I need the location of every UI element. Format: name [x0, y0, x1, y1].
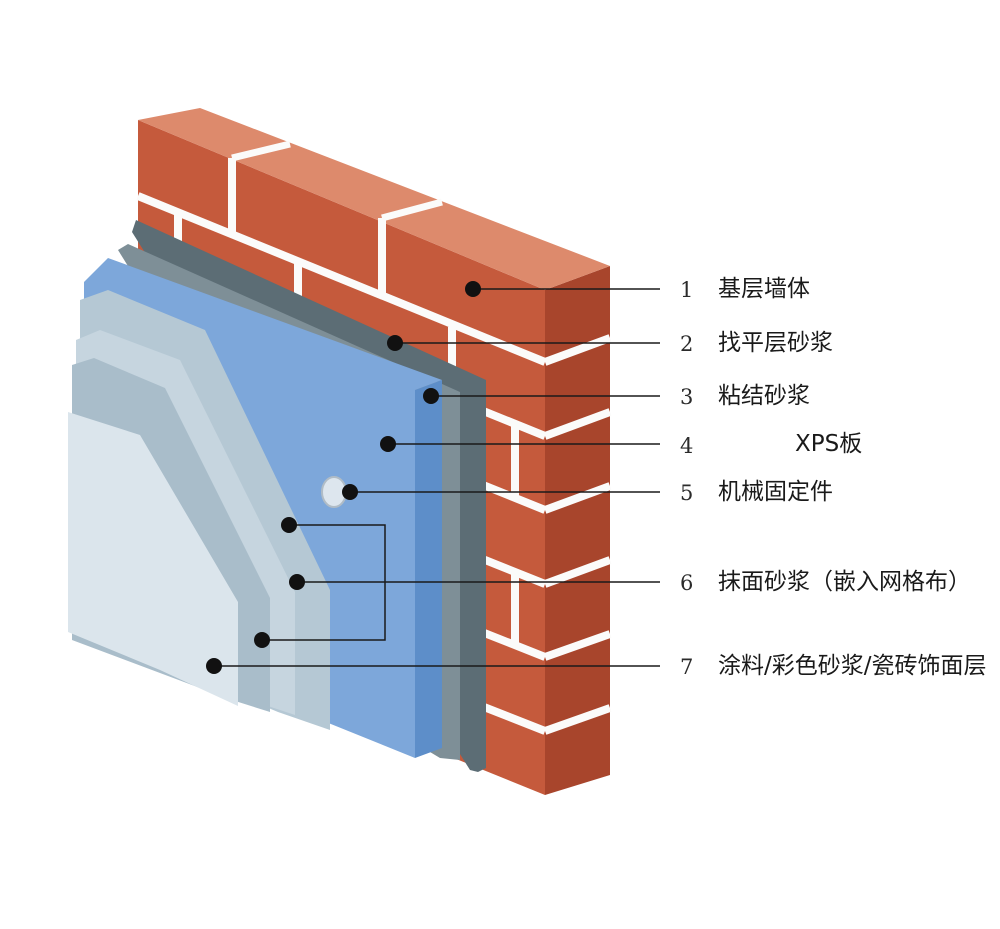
leader-dot-4 [380, 436, 396, 452]
label-1-number: 1 [680, 278, 693, 302]
mortar-joints-side [543, 334, 612, 735]
finish-layer [68, 412, 238, 706]
leader-lines [214, 288, 660, 667]
leader-dots [206, 281, 481, 674]
label-5-number: 5 [680, 481, 693, 505]
label-6-text: 抹面砂浆（嵌入网格布） [718, 569, 971, 595]
leader-dot-7 [206, 658, 222, 674]
mortar-joints-top [231, 140, 443, 222]
leader-dot-2 [387, 335, 403, 351]
label-3-text: 粘结砂浆 [718, 383, 810, 409]
leader-dot-6a [281, 517, 297, 533]
label-2-text: 找平层砂浆 [718, 330, 833, 356]
labels: 1 基层墙体 2 找平层砂浆 3 粘结砂浆 4 XPS板 5 机械固定件 6 抹… [680, 276, 987, 679]
label-4-text: XPS板 [795, 431, 862, 457]
label-7-text: 涂料/彩色砂浆/瓷砖饰面层 [718, 653, 987, 679]
label-1-text: 基层墙体 [718, 276, 810, 302]
label-2-number: 2 [680, 332, 693, 356]
leader-dot-6b [289, 574, 305, 590]
label-3-number: 3 [680, 385, 693, 409]
label-5-text: 机械固定件 [718, 479, 833, 505]
xps-board-side [415, 380, 442, 758]
leader-dot-6c [254, 632, 270, 648]
brick-wall-side [545, 266, 610, 795]
leader-dot-1 [465, 281, 481, 297]
leader-dot-3 [423, 388, 439, 404]
leader-dot-5 [342, 484, 358, 500]
label-6-number: 6 [680, 571, 693, 595]
label-7-number: 7 [680, 655, 693, 679]
label-4-number: 4 [680, 434, 693, 458]
